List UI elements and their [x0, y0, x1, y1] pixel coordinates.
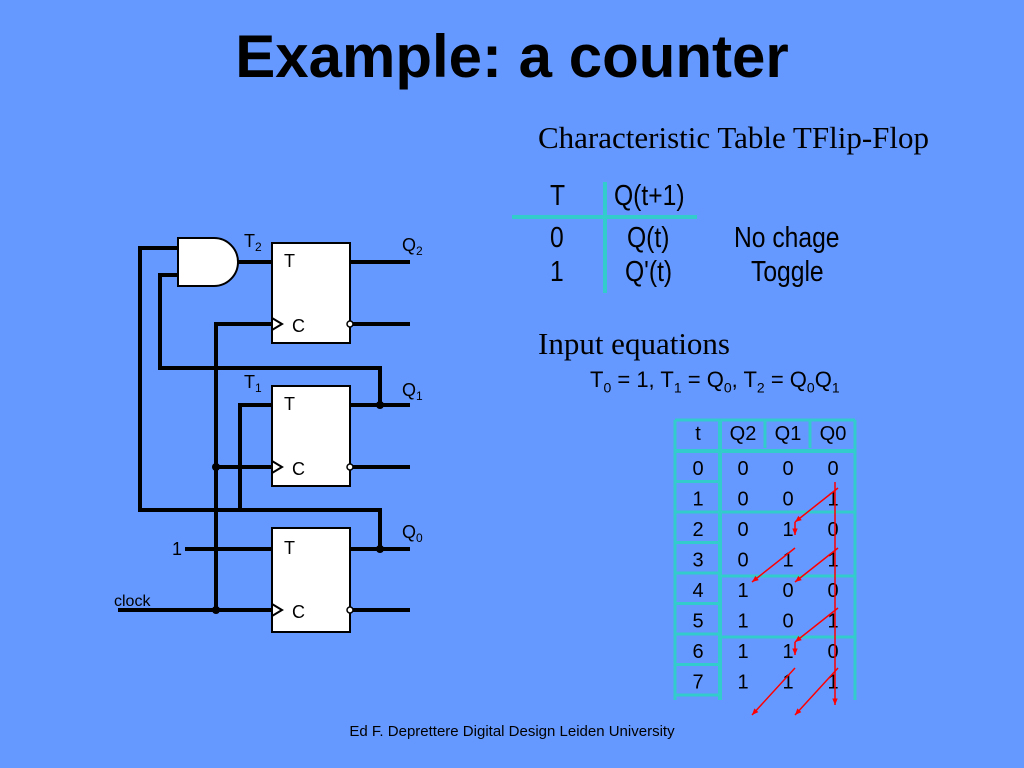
svg-text:Q2: Q2: [402, 235, 423, 258]
state-table-cell: 1: [827, 611, 838, 633]
state-table-cell: 1: [782, 641, 793, 663]
state-table-cell: 7: [692, 672, 703, 694]
char-header-next: Q(t+1): [614, 180, 685, 212]
char-row-1-desc: Toggle: [751, 256, 824, 288]
svg-text:C: C: [292, 602, 305, 622]
svg-text:T: T: [284, 394, 295, 414]
state-table-cell: 3: [692, 550, 703, 572]
svg-text:C: C: [292, 459, 305, 479]
char-row-0-t: 0: [550, 222, 564, 254]
svg-text:T: T: [284, 538, 295, 558]
svg-text:1: 1: [172, 539, 182, 559]
state-table-cell: 4: [692, 580, 703, 602]
char-header-t: T: [550, 180, 566, 212]
state-table-cell: 0: [737, 550, 748, 572]
flip-flop-1: [271, 385, 351, 487]
state-table-cell: 1: [692, 489, 703, 511]
state-table-cell: 0: [827, 519, 838, 541]
state-table-cell: 0: [827, 580, 838, 602]
input-equations-heading: Input equations: [538, 326, 730, 361]
state-table-cell: 0: [782, 580, 793, 602]
state-table-cell: 0: [827, 458, 838, 480]
char-row-0-next: Q(t): [627, 222, 670, 254]
state-table-cell: 1: [782, 672, 793, 694]
flip-flop-0: [271, 527, 351, 633]
state-table-header: Q1: [775, 423, 802, 445]
flip-flop-2: [271, 242, 351, 344]
state-table-cell: 1: [737, 672, 748, 694]
state-table-cell: 1: [782, 550, 793, 572]
state-table-cell: 1: [827, 672, 838, 694]
state-table-cell: 1: [737, 611, 748, 633]
state-table-cell: 2: [692, 519, 703, 541]
slide-footer: Ed F. Deprettere Digital Design Leiden U…: [349, 723, 675, 740]
svg-text:Q0: Q0: [402, 522, 423, 545]
state-table-cell: 0: [782, 611, 793, 633]
characteristic-table-heading: Characteristic Table TFlip-Flop: [538, 120, 929, 155]
svg-text:T2: T2: [244, 231, 262, 254]
svg-text:T1: T1: [244, 372, 262, 395]
char-row-1-t: 1: [550, 256, 564, 288]
slide-title: Example: a counter: [235, 23, 789, 90]
state-table-cell: 1: [737, 580, 748, 602]
state-table-header: t: [695, 423, 701, 445]
state-table-cell: 1: [737, 641, 748, 663]
svg-text:clock: clock: [114, 593, 151, 610]
state-table-cell: 5: [692, 611, 703, 633]
state-table-cell: 0: [737, 519, 748, 541]
state-table-cell: 1: [827, 489, 838, 511]
input-equations: T0 = 1, T1 = Q0, T2 = Q0Q1: [590, 367, 840, 396]
state-table-cell: 6: [692, 641, 703, 663]
state-table-cell: 0: [692, 458, 703, 480]
and-gate: [177, 237, 239, 287]
state-table-header: Q0: [820, 423, 847, 445]
state-table-cell: 0: [782, 489, 793, 511]
state-table-cell: 1: [827, 550, 838, 572]
svg-text:T: T: [284, 251, 295, 271]
state-table-cell: 0: [737, 489, 748, 511]
svg-text:Q1: Q1: [402, 380, 423, 403]
char-row-0-desc: No chage: [734, 222, 840, 254]
state-table-cell: 0: [782, 458, 793, 480]
svg-text:C: C: [292, 316, 305, 336]
char-row-1-next: Q'(t): [625, 256, 673, 288]
state-table-cell: 0: [737, 458, 748, 480]
state-table-header: Q2: [730, 423, 757, 445]
state-table-cell: 1: [782, 519, 793, 541]
state-table-cell: 0: [827, 641, 838, 663]
